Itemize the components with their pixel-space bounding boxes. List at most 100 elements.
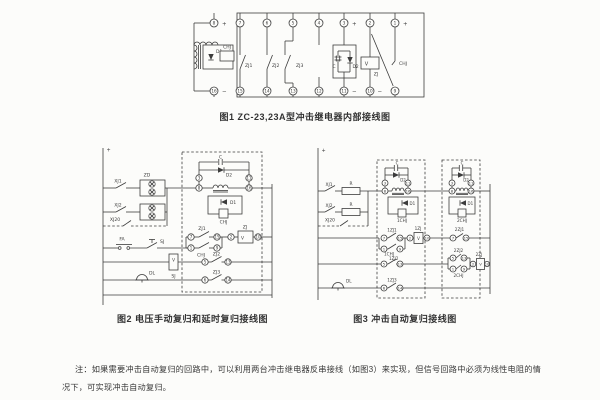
box <box>332 44 357 79</box>
relay-coil <box>397 208 407 218</box>
label-zj1_1: 1ZJ1 <box>387 228 397 233</box>
terminal-number: 8 <box>198 185 201 190</box>
terminal-number: 13 <box>290 89 296 94</box>
label-zj2_contact1: 1ZJ2 <box>389 256 399 261</box>
label-dl: DL <box>346 279 352 284</box>
terminal-number: 10 <box>425 235 430 240</box>
wire <box>149 205 155 211</box>
label-zj2: ZJ2 <box>213 252 221 258</box>
transformer-icon <box>455 187 469 192</box>
footnote-line2: 况下，可实现冲击自动复归。 <box>62 383 172 392</box>
terminal-number: 16 <box>469 188 474 193</box>
terminal-number: 1 <box>190 245 193 250</box>
diode-icon <box>221 199 227 205</box>
contact-icon <box>115 206 127 213</box>
relay-outline <box>236 12 425 98</box>
footnote-line1: 注：如果需要冲击自动复归的回路中，可以利用两台冲击继电器反串接线（如图3）来实现… <box>75 365 542 374</box>
diode-icon <box>402 200 408 206</box>
label-v: V <box>479 262 482 267</box>
terminal-number: 2 <box>369 21 372 26</box>
terminal-number: 16 <box>246 185 252 190</box>
transformer-icon <box>193 41 219 46</box>
relay-coil <box>218 208 229 219</box>
contact-icon <box>146 242 158 249</box>
label-chj2_contact: 2CHJ <box>454 273 464 278</box>
terminal <box>195 174 203 182</box>
label-xj2: XJ2 <box>325 203 332 209</box>
relay-coil <box>457 208 467 218</box>
terminal-number: 10 <box>255 234 261 239</box>
terminal-number: 8 <box>384 188 387 193</box>
contact-icon <box>324 206 336 213</box>
label-d1: D1 <box>468 201 474 206</box>
label-chj_contact: CHJ <box>399 61 407 67</box>
terminal-number: 16 <box>406 188 411 193</box>
contact-icon <box>198 242 210 249</box>
terminal-number: 3 <box>451 180 454 185</box>
relay2-dashed-outline <box>441 159 481 299</box>
contact-icon <box>455 264 462 270</box>
terminal-number: 14 <box>225 277 231 282</box>
contact-icon <box>211 274 222 281</box>
pushbutton-icon <box>126 246 131 250</box>
terminal-number: 11 <box>406 180 411 185</box>
terminal-number: 3 <box>384 180 387 185</box>
label-v: V <box>172 258 175 263</box>
terminal-number: 14 <box>264 89 270 94</box>
label-zd: ZD <box>144 173 151 179</box>
polarity-plus: + <box>322 148 326 154</box>
terminal-number: 7 <box>452 235 455 240</box>
polarity-plus: + <box>222 22 227 28</box>
contact-icon <box>387 282 397 289</box>
figure3-caption: 图3 冲击自动复归接线图 <box>353 314 457 324</box>
footnote: 注：如果需要冲击自动复归的回路中，可以利用两台冲击继电器反串接线（如图3）来实现… <box>62 361 598 397</box>
terminal-number: 11 <box>246 175 252 180</box>
contact-icon <box>198 231 210 238</box>
label-chj_coil: CHJ <box>223 45 231 51</box>
terminal-number: 15 <box>398 235 403 240</box>
wire <box>122 220 132 227</box>
terminal-number: 9 <box>399 246 402 251</box>
label-chj_coil: CHJ <box>220 220 228 226</box>
contact-icon <box>115 182 127 189</box>
resistor-icon <box>341 208 361 216</box>
resistor-icon <box>341 187 361 195</box>
label-xj1: XJ1 <box>114 179 122 185</box>
label-xj2: XJ2 <box>114 203 122 209</box>
contact-icon <box>455 233 464 239</box>
label-sj_contact: SJ <box>160 239 164 245</box>
polarity-minus: − <box>378 90 383 96</box>
contact-icon <box>211 256 222 263</box>
label-zj2_1: 2ZJ1 <box>455 227 465 232</box>
terminal-number: 2 <box>409 235 412 240</box>
terminal-number: 12 <box>316 89 322 94</box>
terminal-number: 5 <box>204 259 207 264</box>
terminal <box>483 261 490 268</box>
label-d1: D1 <box>216 49 222 55</box>
label-chj2_coil: 2CHJ <box>457 218 467 223</box>
bell-icon <box>332 282 344 289</box>
label-c: C <box>461 161 464 166</box>
terminal-number: 8 <box>213 21 216 26</box>
label-c: C <box>332 64 335 70</box>
label-zj1: ZJ1 <box>198 226 206 232</box>
wire <box>149 181 155 187</box>
label-zj3_1: 1ZJ3 <box>387 278 397 283</box>
wire <box>339 220 349 227</box>
terminal-number: 10 <box>485 262 490 266</box>
label-d1: D1 <box>230 200 236 206</box>
label-zj2_coil: 2ZJ <box>476 252 483 257</box>
terminal-number: 1 <box>383 246 386 251</box>
terminal-number: 7 <box>239 21 242 26</box>
terminal-number: 2 <box>230 234 233 239</box>
terminal <box>245 174 253 182</box>
diode-icon <box>218 167 224 173</box>
label-xj20: XJ20 <box>110 217 120 223</box>
label-fa: FA <box>119 237 125 243</box>
terminal-number: 10 <box>367 89 373 94</box>
label-r: R <box>349 202 352 208</box>
relay-dashed-outline <box>181 151 263 293</box>
